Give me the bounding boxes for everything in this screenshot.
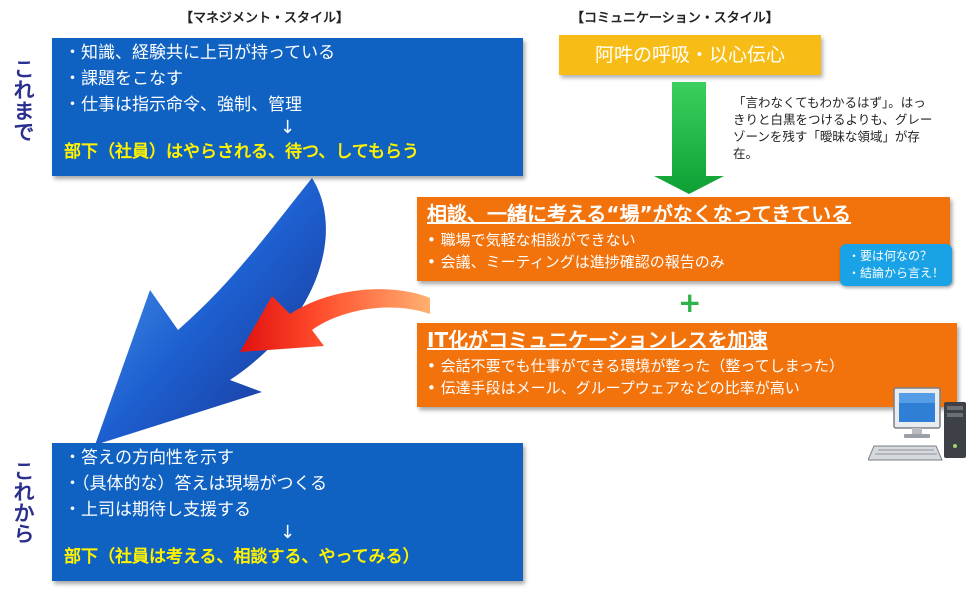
before-line-3: ・仕事は指示命令、強制、管理 xyxy=(64,95,302,115)
green-down-arrow xyxy=(654,82,724,194)
label-after-text: これから xyxy=(11,460,35,544)
before-highlight: 部下（社員）はやらされる、待つ、してもらう xyxy=(64,142,419,162)
it-bullet-1: • 会話不要でも仕事ができる環境が整った（整ってしまった） xyxy=(427,357,844,375)
label-after: これから xyxy=(11,460,37,544)
aun-no-kokyu-box: 阿吽の呼吸・以心伝心 xyxy=(559,35,821,75)
consultation-bullet-1: • 職場で気軽な相談ができない xyxy=(427,231,636,249)
aun-no-kokyu-text: 阿吽の呼吸・以心伝心 xyxy=(594,44,785,66)
it-bullet-2: • 伝達手段はメール、グループウェアなどの比率が高い xyxy=(427,379,800,397)
consultation-box: 相談、一緒に考える“場”がなくなってきている • 職場で気軽な相談ができない •… xyxy=(417,197,950,281)
it-title: IT化がコミュニケーションレスを加速 xyxy=(427,328,768,352)
tip-line-2: ・結論から言え！ xyxy=(848,266,945,280)
label-before-text: これまで xyxy=(11,58,35,142)
after-line-2: ・（具体的な）答えは現場がつくる xyxy=(64,474,328,494)
red-arrow xyxy=(240,289,430,352)
boss-demand-bubble: ・要は何なの？ ・結論から言え！ xyxy=(840,244,952,286)
before-down-arrow: ↓ xyxy=(279,117,296,138)
before-management-box: ・知識、経験共に上司が持っている ・課題をこなす ・仕事は指示命令、強制、管理 … xyxy=(52,38,523,176)
ambiguity-note: 「言わなくてもわかるはず」。はっきりと白黒をつけるよりも、グレーゾーンを残す「曖… xyxy=(733,95,933,161)
communication-style-header: 【コミュニケーション・スタイル】 xyxy=(571,11,779,26)
consultation-title: 相談、一緒に考える“場”がなくなってきている xyxy=(427,202,852,226)
after-line-1: ・答えの方向性を示す xyxy=(64,448,234,468)
tip-line-1: ・要は何なの？ xyxy=(848,249,933,263)
before-line-1: ・知識、経験共に上司が持っている xyxy=(64,43,336,63)
before-line-2: ・課題をこなす xyxy=(64,69,183,89)
after-line-3: ・上司は期待し支援する xyxy=(64,500,251,520)
it-communicationless-box: IT化がコミュニケーションレスを加速 • 会話不要でも仕事ができる環境が整った（… xyxy=(417,323,957,407)
management-style-header: 【マネジメント・スタイル】 xyxy=(180,11,350,26)
after-highlight: 部下（社員は考える、相談する、やってみる） xyxy=(64,547,420,567)
consultation-bullet-2: • 会議、ミーティングは進捗確認の報告のみ xyxy=(427,253,725,271)
desktop-computer-icon xyxy=(868,387,966,461)
label-before: これまで xyxy=(11,58,37,142)
after-down-arrow: ↓ xyxy=(279,522,296,543)
after-management-box: ・答えの方向性を示す ・（具体的な）答えは現場がつくる ・上司は期待し支援する … xyxy=(52,443,523,581)
plus-sign: + xyxy=(678,286,702,319)
blue-sweep-arrow xyxy=(95,178,326,445)
